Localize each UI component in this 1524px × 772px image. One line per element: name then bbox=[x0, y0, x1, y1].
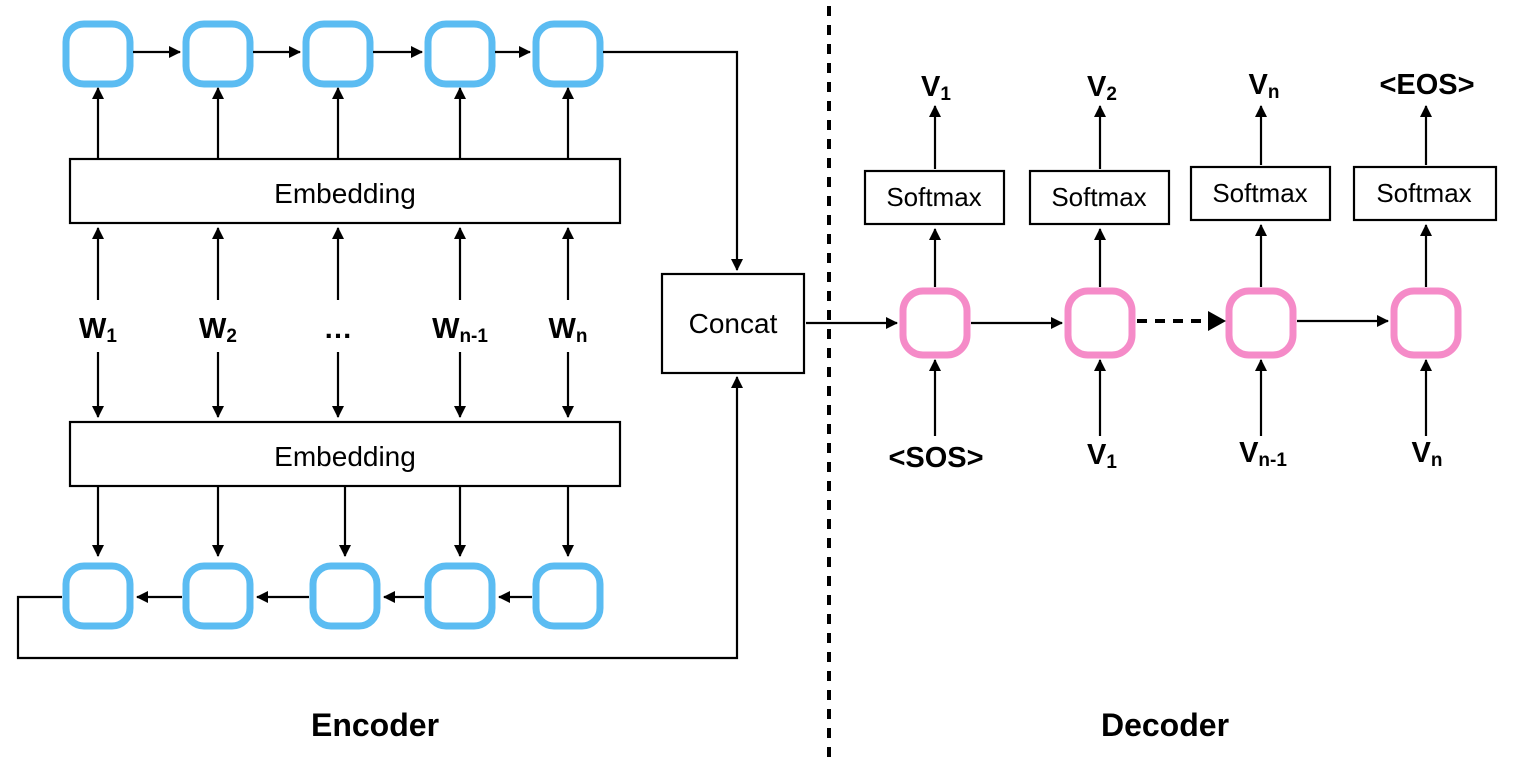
decoder-output-label: V2 bbox=[1087, 71, 1117, 105]
embedding-top-label: Embedding bbox=[274, 178, 416, 209]
softmax-box bbox=[1352, 165, 1498, 222]
decoder-cell bbox=[1064, 287, 1136, 359]
word-input-arrows bbox=[92, 227, 574, 418]
backward-to-concat-arrow bbox=[16, 376, 743, 660]
word-input-label: Wn bbox=[549, 313, 588, 347]
softmax-label: Softmax bbox=[1051, 182, 1146, 212]
encoder-backward-cell bbox=[309, 562, 381, 630]
forward-to-concat-arrow bbox=[603, 50, 743, 271]
embedding-to-backward-arrows bbox=[92, 487, 574, 557]
decoder-cell bbox=[1390, 287, 1462, 359]
embedding-top-box: Embedding bbox=[68, 157, 622, 225]
encoder-backward-cell bbox=[62, 562, 134, 630]
encoder-title: Encoder bbox=[311, 707, 439, 743]
encoder-forward-cell bbox=[182, 20, 254, 88]
decoder-output-label: <EOS> bbox=[1379, 69, 1474, 101]
encoder-forward-cell bbox=[302, 20, 374, 88]
word-input-label: W1 bbox=[79, 313, 117, 347]
encoder-backward-cell bbox=[424, 562, 496, 630]
softmax-label: Softmax bbox=[1212, 178, 1307, 208]
encoder-backward-cell bbox=[532, 562, 604, 630]
word-input-label: Wn-1 bbox=[432, 313, 488, 347]
softmax-box bbox=[1028, 169, 1171, 226]
decoder-cell bbox=[899, 287, 971, 359]
decoder-input-label: Vn bbox=[1412, 437, 1443, 471]
decoder-output-label: V1 bbox=[921, 71, 951, 105]
decoder-input-label: Vn-1 bbox=[1239, 437, 1287, 471]
encoder-backward-rnn bbox=[16, 376, 743, 660]
decoder-input-label: <SOS> bbox=[888, 442, 983, 474]
word-input-label: W2 bbox=[199, 313, 237, 347]
encoder-forward-rnn bbox=[62, 20, 743, 271]
decoder-output-label: Vn bbox=[1249, 69, 1280, 103]
decoder-inputs: <SOS> V1 Vn-1 Vn bbox=[888, 437, 1442, 474]
word-input-label: … bbox=[324, 313, 353, 345]
softmax-box bbox=[1189, 165, 1332, 222]
embedding-bottom-box: Embedding bbox=[68, 420, 622, 488]
concat-label: Concat bbox=[689, 308, 778, 339]
encoder-forward-cell bbox=[424, 20, 496, 88]
decoder-title: Decoder bbox=[1101, 707, 1229, 743]
softmax-label: Softmax bbox=[886, 182, 981, 212]
softmax-box bbox=[863, 169, 1006, 226]
decoder-dotted-arrowhead bbox=[1208, 311, 1226, 331]
concat-box: Concat bbox=[660, 272, 806, 375]
decoder-rnn bbox=[806, 287, 1462, 359]
softmax-boxes: Softmax Softmax Softmax Softmax bbox=[863, 165, 1498, 226]
embedding-bottom-label: Embedding bbox=[274, 441, 416, 472]
encoder-forward-cell bbox=[62, 20, 134, 88]
embedding-to-forward-arrows bbox=[92, 87, 574, 158]
decoder-arrows bbox=[929, 105, 1432, 436]
decoder-cell bbox=[1225, 287, 1297, 359]
decoder-outputs: V1 V2 Vn <EOS> bbox=[921, 69, 1475, 105]
decoder-input-label: V1 bbox=[1087, 439, 1117, 473]
word-inputs: W1 W2 … Wn-1 Wn bbox=[79, 313, 587, 347]
softmax-label: Softmax bbox=[1376, 178, 1471, 208]
encoder-forward-cell bbox=[532, 20, 604, 88]
encoder-backward-cell bbox=[182, 562, 254, 630]
